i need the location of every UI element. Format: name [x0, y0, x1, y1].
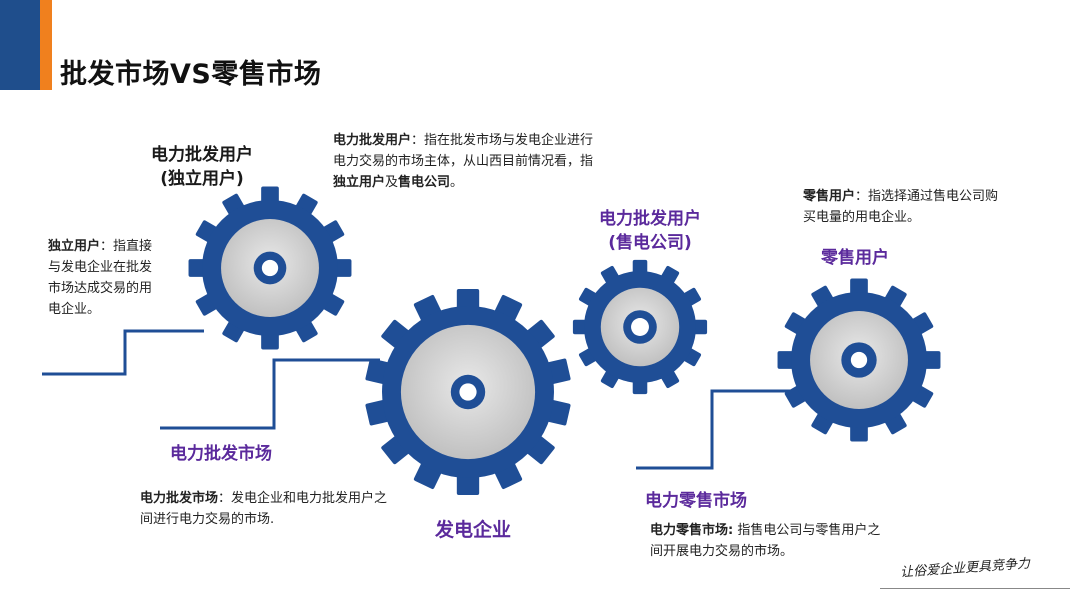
gear-hole	[631, 318, 649, 336]
market-label-retail: 电力零售市场	[645, 489, 747, 513]
gear-label-line1: 电力批发用户	[140, 143, 264, 167]
gear-label-wholesale-user: 电力批发用户 (独立用户)	[140, 143, 264, 191]
desc-retail-user: 零售用户：指选择通过售电公司购买电量的用电企业。	[803, 186, 999, 228]
connector-line-left	[42, 331, 204, 374]
desc-term-independent: 独立用户	[333, 175, 385, 190]
desc-retail-market: 电力零售市场: 指售电公司与零售用户之间开展电力交易的市场。	[650, 520, 888, 562]
gear-label-line1: 电力批发用户	[588, 207, 712, 231]
gear-hole	[262, 260, 278, 276]
gear-label-wholesale-sales: 电力批发用户 (售电公司)	[588, 207, 712, 255]
desc-wholesale-user: 电力批发用户：指在批发市场与发电企业进行电力交易的市场主体，从山西目前情况看，指…	[333, 130, 605, 193]
desc-text-and: 及	[385, 175, 398, 190]
gear-wholesale-user	[189, 187, 352, 350]
gear-hole	[851, 352, 867, 368]
desc-independent-user: 独立用户：指直接与发电企业在批发市场达成交易的用电企业。	[48, 236, 164, 320]
desc-term: 电力批发用户	[333, 133, 411, 148]
gear-label-retail-user: 零售用户	[805, 246, 905, 270]
gear-label-line2: (独立用户)	[140, 167, 264, 191]
desc-term: 零售用户	[803, 189, 855, 204]
desc-term: 电力零售市场:	[650, 523, 733, 538]
desc-text-end: 。	[450, 175, 463, 190]
desc-term-sales-company: 售电公司	[398, 175, 450, 190]
gear-sales-company	[573, 260, 707, 394]
footer-divider	[880, 588, 1070, 589]
gear-label-line2: (售电公司)	[588, 231, 712, 255]
gear-generator	[365, 289, 571, 495]
market-label-wholesale: 电力批发市场	[170, 442, 272, 466]
gear-hole	[459, 383, 476, 400]
gear-label-generator: 发电企业	[418, 518, 528, 542]
gear-retail-user	[778, 279, 941, 442]
desc-term: 独立用户	[48, 239, 100, 254]
desc-wholesale-market: 电力批发市场：发电企业和电力批发用户之间进行电力交易的市场.	[140, 488, 390, 530]
connector-line-retail	[636, 391, 800, 468]
connector-line-wholesale	[160, 360, 380, 428]
desc-term: 电力批发市场	[140, 491, 218, 506]
